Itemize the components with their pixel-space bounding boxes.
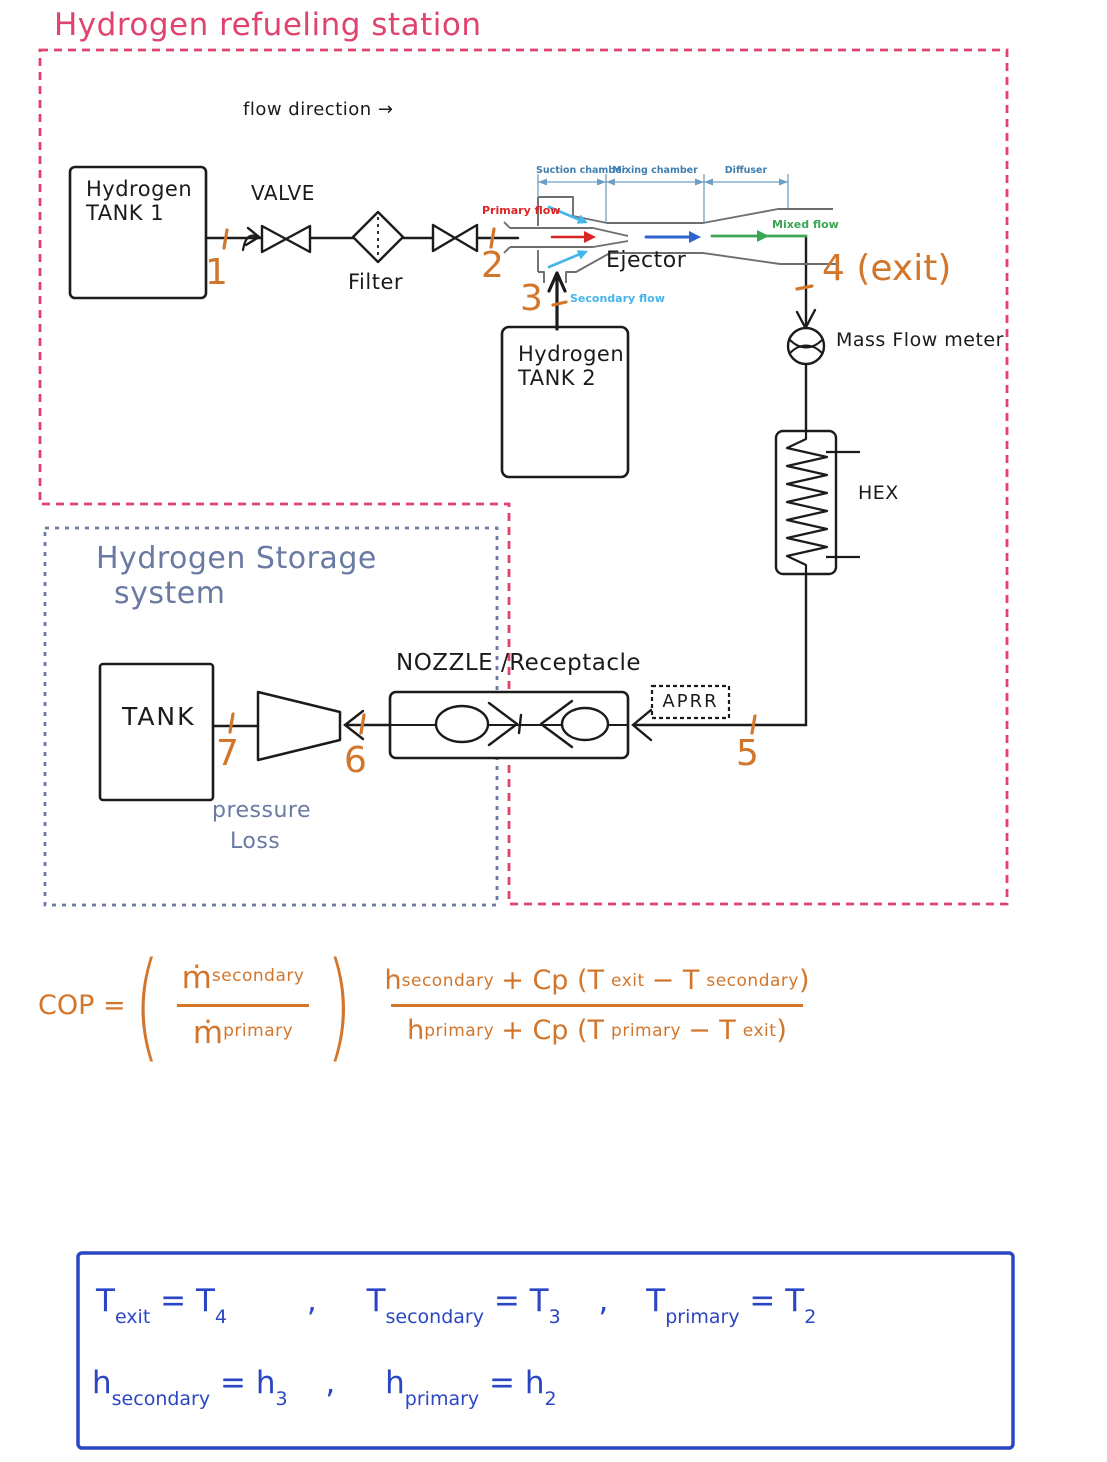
secondary-flow-label: Secondary flow bbox=[570, 292, 665, 305]
hex-side-stubs bbox=[826, 450, 860, 559]
ejector-icon bbox=[503, 196, 838, 283]
mass-flow-meter-label: Mass Flow meter bbox=[836, 329, 1004, 351]
flow-direction-label: flow direction → bbox=[243, 99, 394, 120]
ejector-top-outline bbox=[538, 196, 833, 224]
hex-coil bbox=[785, 431, 829, 573]
ejector-bottom-outline bbox=[565, 252, 838, 283]
tank1-line1: Hydrogen bbox=[86, 177, 193, 201]
secondary-flow-arrow-top bbox=[547, 205, 582, 222]
dim-ticks bbox=[537, 174, 789, 222]
pipes bbox=[204, 226, 817, 742]
tank2-label: Hydrogen TANK 2 bbox=[518, 342, 624, 390]
check-valves-icon bbox=[390, 699, 628, 749]
secondary-arrow-head bbox=[547, 271, 567, 293]
pressure-loss-label: pressure Loss bbox=[212, 798, 311, 855]
tick-3 bbox=[551, 300, 568, 307]
secondary-flow-arrow-bottom bbox=[547, 252, 582, 269]
storage-title-line2: system bbox=[114, 575, 226, 611]
tick-1 bbox=[222, 228, 229, 250]
state-point-ticks bbox=[222, 227, 814, 735]
aprr-label: APRR bbox=[662, 691, 719, 712]
filter-diamond bbox=[351, 210, 405, 264]
refueling-station-border bbox=[38, 48, 1009, 906]
tick-5 bbox=[750, 714, 757, 735]
open-paren: ( bbox=[133, 936, 160, 1075]
tank1-box bbox=[68, 165, 208, 300]
pressure-loss-line1: pressure bbox=[212, 798, 312, 823]
diffuser-label: Diffuser bbox=[724, 165, 768, 176]
ejector-label: Ejector bbox=[606, 248, 687, 273]
pressure-loss-reducer-icon bbox=[256, 690, 342, 762]
storage-tank-box bbox=[98, 662, 215, 802]
point-1: 1 bbox=[205, 252, 228, 293]
valve2-right-triangle bbox=[453, 223, 479, 253]
nozzle-receptacle-label: NOZZLE /Receptacle bbox=[396, 650, 642, 676]
meter-arrow-head bbox=[795, 308, 817, 331]
point-5: 5 bbox=[736, 733, 759, 774]
suction-chamber-label: Suction chamber bbox=[536, 165, 627, 176]
tick-7 bbox=[228, 712, 235, 734]
mass-flow-meter-icon bbox=[786, 326, 826, 366]
dim-arrowheads bbox=[538, 178, 788, 186]
valve-1-icon bbox=[260, 224, 312, 254]
hand-arrow-tail bbox=[241, 234, 260, 252]
ejector-nozzle-inlet-flare bbox=[503, 221, 511, 254]
ejector-bottom-notch-left bbox=[538, 271, 545, 283]
tick-4 bbox=[795, 284, 814, 291]
tank2-line2: TANK 2 bbox=[518, 366, 597, 391]
aprr-box bbox=[650, 684, 731, 720]
valve1-left-triangle bbox=[260, 224, 288, 254]
definitions-line-2: hsecondary = h3 , hprimary = h2 bbox=[92, 1365, 557, 1411]
point-3: 3 bbox=[520, 278, 543, 319]
valve-2-icon bbox=[431, 223, 479, 253]
point-6: 6 bbox=[344, 740, 367, 781]
definitions-box-border bbox=[76, 1251, 1015, 1450]
mixed-flow-label: Mixed flow bbox=[772, 218, 839, 231]
tank2-line1: Hydrogen bbox=[518, 342, 625, 366]
tick-2 bbox=[489, 227, 496, 249]
valve1-right-triangle bbox=[284, 224, 312, 254]
valve2-left-triangle bbox=[431, 223, 457, 253]
hex-label: HEX bbox=[858, 482, 899, 504]
point-4-exit: 4 (exit) bbox=[822, 248, 952, 289]
tick-6 bbox=[359, 713, 366, 735]
primary-flow-label: Primary flow bbox=[482, 204, 561, 217]
storage-title-line1: Hydrogen Storage bbox=[96, 541, 377, 576]
flow-arrowhead-into-receptacle bbox=[631, 708, 653, 742]
ejector-primary-nozzle bbox=[510, 227, 629, 248]
tank2-box bbox=[500, 325, 630, 479]
flow-arrowhead-into-reducer bbox=[343, 709, 365, 741]
cop-lhs: COP = bbox=[38, 990, 126, 1021]
tank1-label: Hydrogen TANK 1 bbox=[86, 177, 192, 225]
mixing-chamber-label: Mixing chamber bbox=[612, 165, 698, 176]
point-7: 7 bbox=[216, 733, 239, 774]
point-2: 2 bbox=[481, 245, 504, 286]
filter-icon bbox=[351, 210, 405, 264]
filter-label: Filter bbox=[348, 270, 404, 294]
pressure-loss-line2: Loss bbox=[230, 829, 281, 855]
ejector-flow-arrows bbox=[547, 205, 808, 269]
hex-coil-icon bbox=[785, 431, 860, 573]
definitions-line-1: Texit = T4 , Tsecondary = T3 , Tprimary … bbox=[96, 1283, 817, 1329]
ejector-dimension-lines bbox=[537, 174, 789, 222]
station-title: Hydrogen refueling station bbox=[54, 7, 482, 43]
valve-label: VALVE bbox=[251, 181, 315, 205]
storage-tank-label: TANK bbox=[122, 702, 196, 731]
close-paren: ) bbox=[326, 936, 353, 1075]
hand-arrow-head bbox=[244, 226, 262, 247]
pipe-hex-aprr bbox=[634, 572, 808, 727]
storage-title: Hydrogen Storage system bbox=[96, 541, 377, 611]
tank1-line2: TANK 1 bbox=[86, 201, 165, 226]
